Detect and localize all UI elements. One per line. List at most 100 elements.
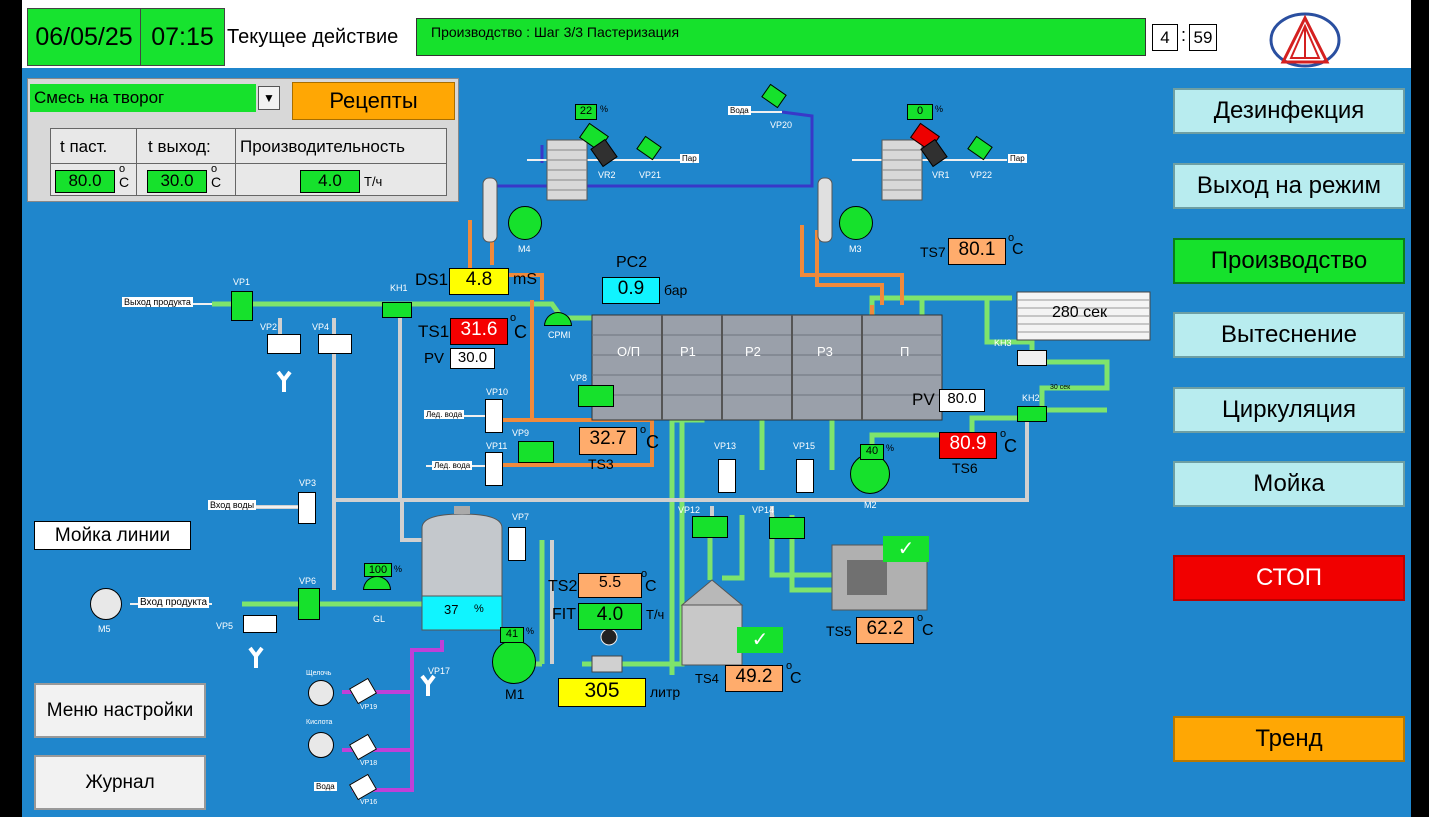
settings-menu-button[interactable]: Меню настройки: [34, 683, 206, 738]
mode-exit-button[interactable]: Выход на режим: [1173, 163, 1405, 209]
pump-m1[interactable]: [492, 640, 536, 684]
recipe-select[interactable]: Смесь на творог: [30, 84, 256, 112]
ts2-value: 5.5: [578, 573, 642, 598]
valve-vp7[interactable]: [508, 527, 526, 561]
degree-sign: o: [119, 163, 126, 175]
tag-vp3: VP3: [299, 478, 317, 488]
tag-vp6: VP6: [299, 576, 317, 586]
piping-diagram: [130, 110, 1151, 792]
valve-vp14[interactable]: [769, 517, 805, 539]
section-label: Р3: [817, 344, 833, 359]
pv2-label: PV: [912, 390, 935, 409]
t-past-input[interactable]: 80.0: [55, 170, 115, 193]
timer-seconds: 59: [1189, 24, 1217, 51]
ds1-label: DS1: [415, 270, 449, 289]
section-label: О/П: [617, 344, 641, 359]
vr1-percent: 0: [907, 104, 933, 120]
label-steam-1: Пар: [680, 154, 699, 163]
pump-alkali[interactable]: [308, 680, 334, 706]
label-ice-water-2: Лед. вода: [432, 461, 473, 470]
ts7-unit: C: [1012, 241, 1024, 258]
ts5-unit: C: [922, 622, 934, 639]
pct-sign: %: [394, 564, 403, 574]
ts3-value: 32.7: [579, 427, 637, 455]
valve-vp15[interactable]: [796, 459, 814, 493]
tag-m5: M5: [98, 624, 111, 634]
pv1-value[interactable]: 30.0: [450, 348, 495, 369]
pump-m3[interactable]: [839, 206, 873, 240]
valve-vp6[interactable]: [298, 588, 320, 620]
valve-vp4[interactable]: [318, 334, 352, 354]
valve-vp5[interactable]: [243, 615, 277, 633]
tag-kh2: KH2: [1022, 393, 1040, 403]
pump-m5[interactable]: [90, 588, 122, 620]
valve-vp8[interactable]: [578, 385, 614, 407]
label-water-bottom: Вода: [314, 782, 337, 791]
label-product-in: Вход продукта: [138, 597, 210, 608]
label-product-out: Выход продукта: [122, 297, 193, 307]
degree-sign: o: [641, 568, 648, 580]
displacement-button[interactable]: Вытеснение: [1173, 312, 1405, 358]
ts7-value: 80.1: [948, 238, 1006, 265]
volume-counter: 305: [558, 678, 646, 707]
ts2-unit: C: [645, 578, 657, 595]
m1-percent: 41: [500, 627, 524, 643]
ts4-value: 49.2: [725, 665, 783, 692]
tag-vr2: VR2: [598, 170, 616, 180]
ts6-label: TS6: [952, 460, 978, 476]
journal-button[interactable]: Журнал: [34, 755, 206, 810]
current-action-value: Производство : Шаг 3/3 Пастеризация: [416, 18, 1146, 56]
ts1-label: TS1: [418, 322, 450, 341]
valve-kh3[interactable]: [1017, 350, 1047, 366]
tag-vp19: VP19: [360, 704, 378, 711]
trend-button[interactable]: Тренд: [1173, 716, 1405, 762]
production-button[interactable]: Производство: [1173, 238, 1405, 284]
ts6-unit: C: [1004, 436, 1017, 456]
pump-m2[interactable]: [850, 454, 890, 494]
ts2-label: TS2: [548, 578, 578, 595]
stop-button[interactable]: СТОП: [1173, 555, 1405, 601]
productivity-input[interactable]: 4.0: [300, 170, 360, 193]
tag-vp8: VP8: [570, 373, 588, 383]
volume-unit: литр: [650, 684, 681, 700]
valve-vp1[interactable]: [231, 291, 253, 321]
tag-m3: M3: [849, 244, 862, 254]
pv2-value[interactable]: 80.0: [939, 389, 985, 412]
tag-vr1: VR1: [932, 170, 950, 180]
valve-kh1[interactable]: [382, 302, 412, 318]
valve-vp2[interactable]: [267, 334, 301, 354]
valve-vp3[interactable]: [298, 492, 316, 524]
dropdown-arrow-icon[interactable]: ▼: [258, 86, 280, 110]
scada-screen: 06/05/25 07:15 Текущее действие Производ…: [22, 0, 1411, 817]
degree-sign: o: [211, 163, 218, 175]
recipes-button[interactable]: Рецепты: [292, 82, 455, 120]
t-out-input[interactable]: 30.0: [147, 170, 207, 193]
section-label: Р2: [745, 344, 761, 359]
timer-separator: :: [1181, 25, 1187, 45]
pump-acid[interactable]: [308, 732, 334, 758]
valve-vp12[interactable]: [692, 516, 728, 538]
valve-vp10[interactable]: [485, 399, 503, 433]
pump-m4[interactable]: [508, 206, 542, 240]
circulation-button[interactable]: Циркуляция: [1173, 387, 1405, 433]
degree-sign: o: [1008, 232, 1015, 244]
washing-button[interactable]: Мойка: [1173, 461, 1405, 507]
pct-sign: %: [886, 443, 895, 453]
valve-vp11[interactable]: [485, 452, 503, 486]
pv1-label: PV: [424, 350, 445, 367]
disinfection-button[interactable]: Дезинфекция: [1173, 88, 1405, 134]
tag-vp14: VP14: [752, 505, 775, 515]
table-divider: [136, 128, 137, 196]
valve-kh2[interactable]: [1017, 406, 1047, 422]
gl-percent: 100: [364, 563, 392, 577]
ds1-unit: mS: [513, 271, 537, 288]
degree-sign: o: [917, 612, 924, 624]
pct-sign: %: [526, 626, 535, 636]
valve-vp13[interactable]: [718, 459, 736, 493]
current-action-label: Текущее действие: [227, 26, 399, 48]
tag-m4: M4: [518, 244, 531, 254]
valve-vp9[interactable]: [518, 441, 554, 463]
line-wash-button[interactable]: Мойка линии: [34, 521, 191, 550]
company-logo: [1269, 12, 1341, 68]
table-divider: [50, 163, 447, 164]
